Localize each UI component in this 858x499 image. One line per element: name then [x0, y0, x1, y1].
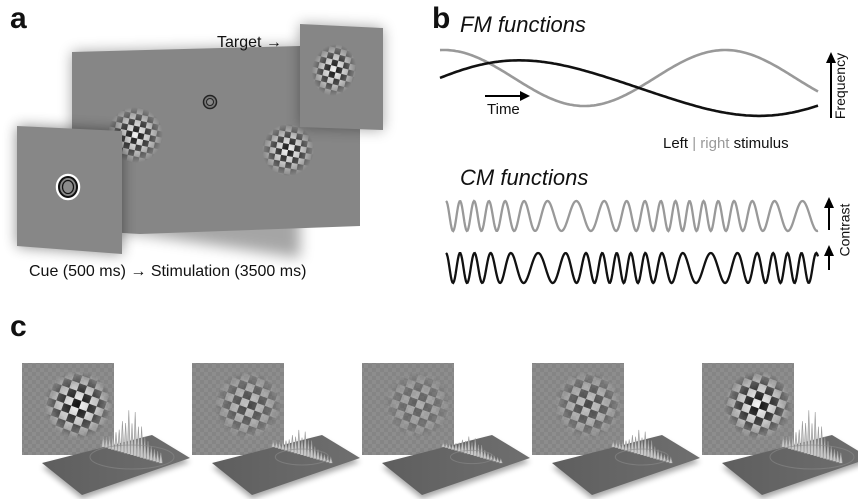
target-label: Target → — [217, 34, 282, 51]
frame-peaks — [101, 410, 163, 464]
cm-right-curve — [445, 199, 819, 233]
frame-gabor — [24, 351, 132, 459]
cm-functions-plot — [445, 197, 834, 285]
fm-functions-plot — [439, 48, 836, 118]
target-gabor-patch — [301, 34, 371, 107]
fm-left-curve — [439, 59, 819, 118]
panel-c-frames — [22, 351, 858, 499]
frame-gabor — [534, 351, 642, 459]
panel-a-letter: a — [10, 2, 27, 35]
time-label: Time — [487, 101, 520, 118]
frame-peaks — [611, 429, 673, 464]
contrast-label: Contrast — [836, 203, 853, 257]
frame-surface — [212, 435, 360, 495]
panel-c-letter: c — [10, 310, 27, 343]
frame-gabor — [194, 351, 302, 459]
panel-a-caption: Cue (500 ms) → Stimulation (3500 ms) — [29, 263, 307, 280]
legend-left: Left — [663, 135, 689, 152]
panel-c-frame — [22, 351, 190, 499]
stimulus-legend: Left | right stimulus — [663, 135, 789, 152]
fm-title: FM functions — [460, 12, 586, 37]
panel-c-frame — [532, 351, 700, 499]
panel-b-letter: b — [432, 2, 451, 35]
legend-separator: | — [692, 135, 697, 152]
stimulation-screen — [72, 46, 360, 234]
frame-gabor — [704, 351, 812, 459]
frequency-label: Frequency — [832, 52, 849, 120]
cm-left-curve — [445, 251, 820, 285]
frame-surface — [42, 435, 190, 495]
legend-right: right — [700, 135, 730, 152]
frame-peaks — [271, 429, 333, 464]
frame-surface — [552, 435, 700, 495]
right-gabor-patch — [249, 112, 327, 190]
frame-peaks — [781, 410, 843, 464]
frame-gabor — [364, 351, 472, 459]
panel-c-frame — [702, 351, 858, 499]
cue-ring — [55, 173, 81, 201]
cm-title: CM functions — [460, 165, 589, 190]
fm-right-curve — [439, 48, 819, 108]
frame-surface — [382, 435, 530, 495]
panel-c-frame — [362, 351, 530, 499]
legend-tail: stimulus — [733, 135, 789, 152]
panel-c-frame — [192, 351, 360, 499]
panel-a-diagram — [17, 24, 383, 258]
